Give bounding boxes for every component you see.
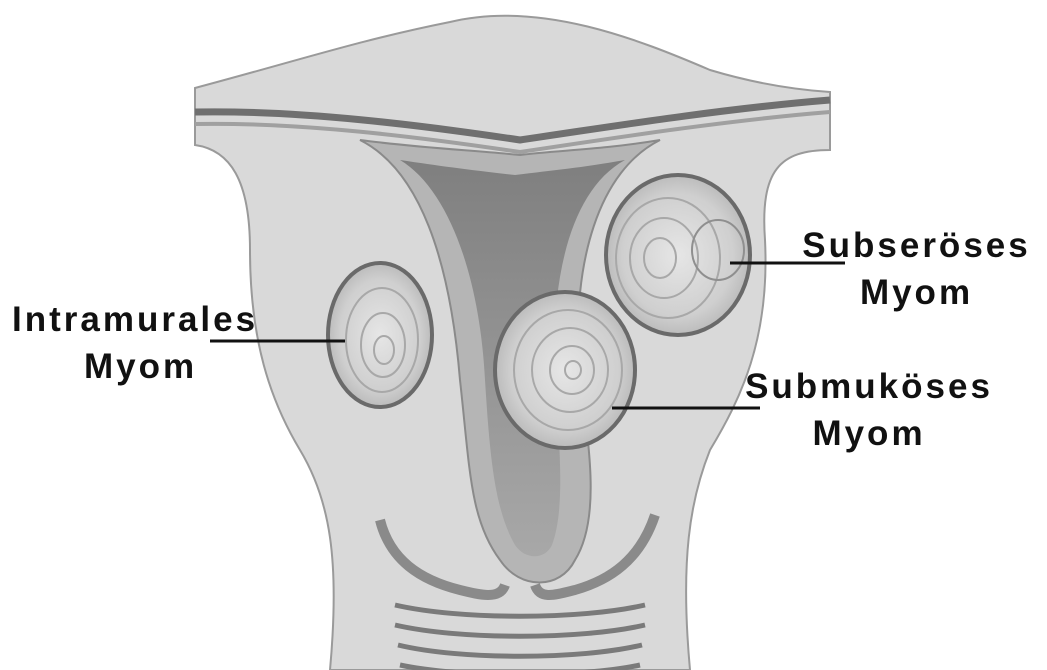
intramural-label-line1: Intramurales bbox=[12, 296, 258, 343]
intramural-label: Intramurales Myom bbox=[12, 296, 258, 390]
submucous-label-line2: Myom bbox=[738, 410, 1000, 457]
intramural-fibroid bbox=[328, 263, 432, 407]
subserous-fibroid bbox=[606, 175, 750, 335]
subserous-label-line2: Myom bbox=[794, 269, 1039, 316]
subserous-label: Subseröses Myom bbox=[794, 222, 1039, 316]
intramural-label-line2: Myom bbox=[12, 343, 258, 390]
submucous-fibroid bbox=[495, 292, 635, 448]
subserous-label-line1: Subseröses bbox=[794, 222, 1039, 269]
submucous-label-line1: Submuköses bbox=[738, 363, 1000, 410]
submucous-label: Submuköses Myom bbox=[738, 363, 1000, 457]
